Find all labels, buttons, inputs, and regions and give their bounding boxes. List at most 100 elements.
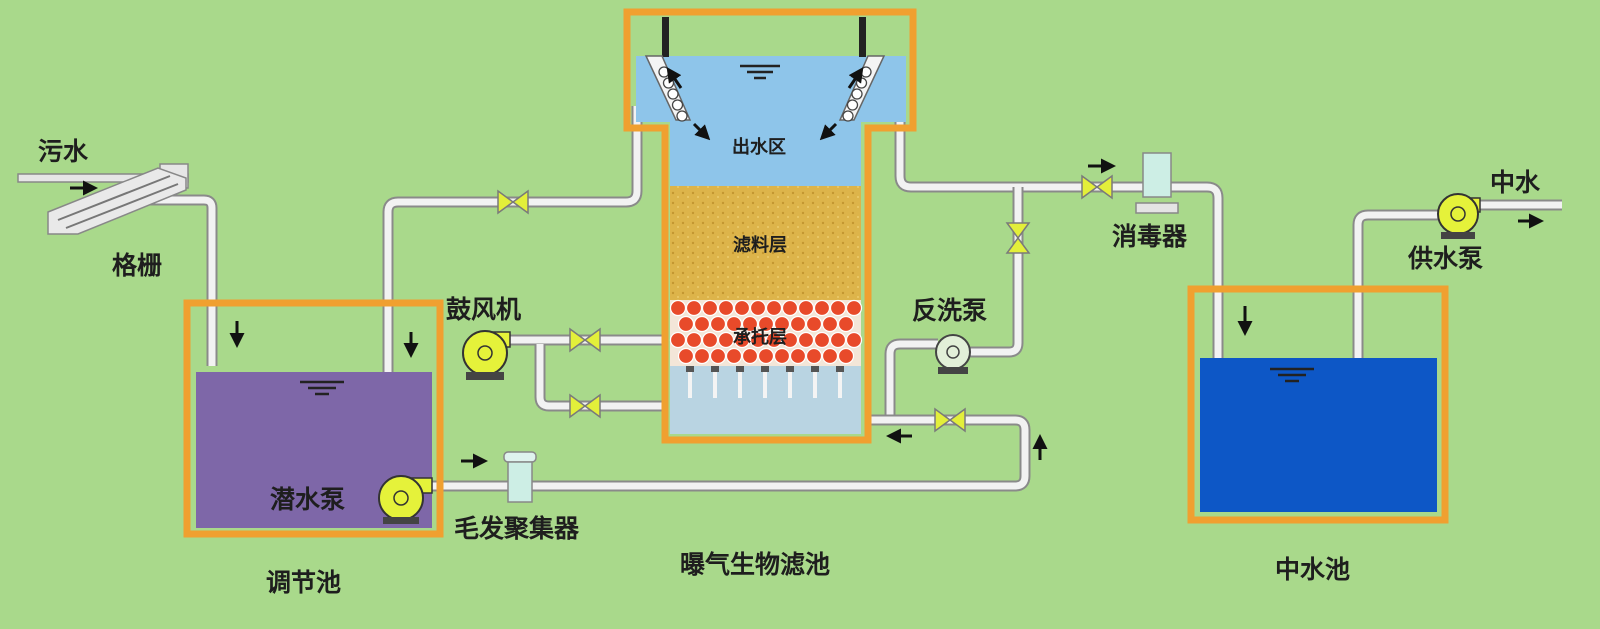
support-ball: [693, 315, 711, 333]
valve-half: [569, 327, 587, 353]
regulating-tank-label: 调节池: [266, 568, 341, 597]
air-nozzles: [686, 366, 844, 398]
support-ball: [733, 331, 751, 349]
support-ball: [685, 299, 703, 317]
support-ball: [757, 347, 775, 365]
supply-pump-hub: [1450, 206, 1466, 222]
biological-aerated-filter: [623, 8, 917, 444]
supply-pump-casing: [1437, 193, 1479, 235]
support-ball: [725, 347, 743, 365]
support-ball: [733, 299, 751, 317]
valve-half: [583, 393, 601, 419]
valve-air-lower: [569, 393, 601, 419]
flow-arrow-icon: [847, 67, 864, 89]
support-ball: [717, 299, 735, 317]
supply-pump-base: [1441, 232, 1475, 239]
support-ball: [797, 331, 815, 349]
flow-arrow-icon: [666, 67, 683, 89]
backwash-pump-hub: [946, 345, 960, 359]
support-ball: [725, 315, 743, 333]
submersible-pump: [378, 475, 433, 524]
blower-label: 鼓风机: [446, 295, 521, 324]
support-ball: [805, 347, 823, 365]
weir-ball: [676, 110, 688, 122]
pipe-air-lower: [536, 344, 665, 410]
support-layer-label: 承托层: [733, 326, 787, 348]
support-ball: [837, 315, 855, 333]
support-ball: [765, 331, 783, 349]
weir-ball: [851, 88, 863, 100]
support-ball: [757, 315, 775, 333]
weir-ball: [855, 77, 868, 89]
valve-filter-inlet: [497, 189, 529, 215]
backwash-pump-casing: [935, 334, 971, 370]
support-ball: [781, 299, 799, 317]
support-media-balls: [669, 299, 863, 365]
hair-collector-body: [507, 461, 533, 503]
weir-ball: [846, 99, 859, 111]
support-ball: [845, 299, 863, 317]
support-ball: [821, 347, 839, 365]
support-ball: [837, 347, 855, 365]
flow-arrow-icon: [819, 122, 838, 141]
water-level-symbol: [1270, 367, 1314, 383]
nozzle-cap: [786, 366, 794, 372]
submersible-pump-label: 潜水泵: [270, 485, 345, 514]
blower-casing: [462, 330, 508, 376]
grate-body: [47, 167, 187, 235]
pump-casing: [378, 475, 424, 521]
water-level-symbol: [740, 64, 780, 80]
filter-media-texture: [670, 186, 861, 300]
valve-half: [569, 393, 587, 419]
reclaimed-water-tank: [1187, 285, 1449, 524]
support-ball: [813, 299, 831, 317]
valve-pump-line: [934, 407, 966, 433]
reclaimed-tank-label: 中水池: [1275, 555, 1350, 584]
support-ball: [709, 315, 727, 333]
filter-layer-label: 滤料层: [733, 234, 787, 256]
support-ball: [829, 299, 847, 317]
support-ball: [781, 331, 799, 349]
pipe-backwash-return: [886, 340, 938, 418]
support-ball: [749, 331, 767, 349]
support-ball: [789, 315, 807, 333]
support-ball: [669, 331, 687, 349]
nozzle-cap: [811, 366, 819, 372]
support-ball: [749, 299, 767, 317]
sewage-label: 污水: [38, 137, 89, 166]
pipe-supply: [1354, 211, 1440, 458]
valve-half: [1005, 222, 1031, 240]
support-ball: [741, 315, 759, 333]
support-ball: [693, 347, 711, 365]
support-ball: [685, 331, 703, 349]
support-ball: [813, 331, 831, 349]
disinfector-label: 消毒器: [1112, 222, 1188, 251]
disinfector: [1135, 152, 1179, 214]
hair-collector-label: 毛发聚集器: [454, 514, 580, 543]
support-ball: [773, 315, 791, 333]
weir-ball: [662, 77, 675, 89]
support-ball: [821, 315, 839, 333]
support-ball: [741, 347, 759, 365]
pipe-backwash-branch: [968, 187, 1022, 356]
valve-outlet: [1081, 174, 1113, 200]
nozzle-cap: [736, 366, 744, 372]
flow-arrow-icon: [692, 122, 711, 141]
support-ball: [717, 331, 735, 349]
support-ball: [677, 347, 695, 365]
support-ball: [701, 331, 719, 349]
support-post-left: [662, 17, 669, 57]
support-ball: [773, 347, 791, 365]
supply-pump-label: 供水泵: [1407, 244, 1483, 273]
valve-half: [1005, 236, 1031, 254]
support-ball: [805, 315, 823, 333]
hair-collector: [503, 451, 537, 503]
supply-pump: [1437, 193, 1481, 239]
pipe-pump-line: [428, 416, 1029, 490]
nozzle-cap: [711, 366, 719, 372]
support-ball: [701, 299, 719, 317]
valve-half: [948, 407, 966, 433]
weir-ball: [667, 88, 679, 100]
filter-wall: [623, 8, 917, 444]
